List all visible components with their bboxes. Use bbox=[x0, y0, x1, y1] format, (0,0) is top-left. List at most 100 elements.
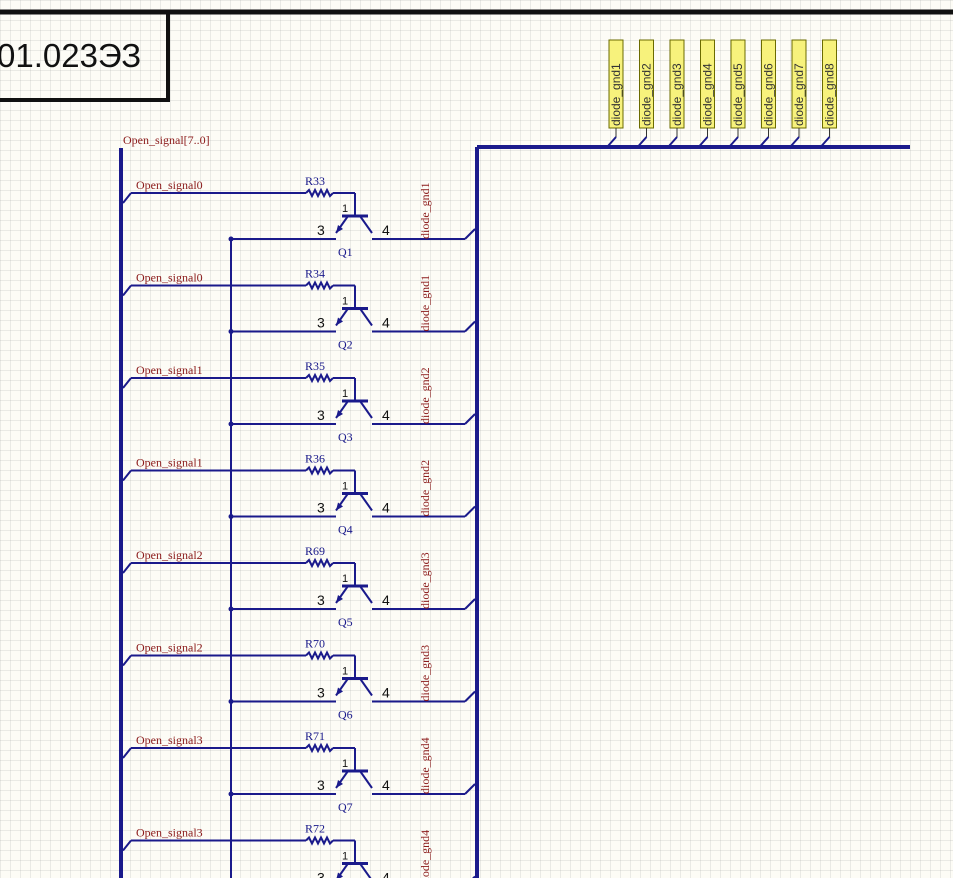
signal-bus-entry bbox=[122, 284, 132, 297]
transistor-ref: Q3 bbox=[338, 430, 353, 444]
port-label: diode_gnd4 bbox=[701, 63, 715, 126]
transistor-collector-leg bbox=[359, 585, 373, 604]
resistor-ref: R69 bbox=[305, 544, 325, 558]
signal-label: Open_signal3 bbox=[136, 733, 203, 747]
transistor-collector-leg bbox=[359, 492, 373, 512]
port-5: diode_gnd5 bbox=[729, 39, 746, 147]
transistor-emitter-arrow bbox=[336, 502, 343, 511]
stage-4: Open_signal1 R36 1Q4 3 4 diode_gnd2 bbox=[122, 452, 476, 537]
base-pin-number: 1 bbox=[342, 296, 348, 308]
signal-bus-entry bbox=[122, 747, 132, 759]
emitter-junction bbox=[228, 791, 234, 797]
collector-pin-number: 4 bbox=[382, 592, 390, 608]
port-bus-entry bbox=[698, 136, 709, 147]
transistor-ref: Q4 bbox=[338, 523, 353, 537]
emitter-pin-number: 3 bbox=[317, 500, 325, 516]
signal-label: Open_signal0 bbox=[136, 271, 203, 285]
transistor-emitter-arrow bbox=[336, 317, 343, 326]
resistor-ref: R70 bbox=[305, 637, 325, 651]
transistor-emitter-arrow bbox=[336, 225, 343, 233]
signal-label: Open_signal2 bbox=[136, 641, 203, 655]
collector-bus-entry bbox=[464, 783, 476, 795]
stage-5: Open_signal2 R69 1Q5 3 4 diode_gnd3 bbox=[122, 544, 476, 629]
emitter-junction bbox=[228, 606, 234, 612]
transistor-ref: Q5 bbox=[338, 615, 353, 629]
output-net-label: diode_gnd3 bbox=[418, 552, 432, 609]
resistor-ref: R36 bbox=[305, 452, 325, 466]
signal-bus-entry bbox=[122, 562, 132, 574]
signal-label: Open_signal1 bbox=[136, 456, 203, 470]
signal-label: Open_signal2 bbox=[136, 548, 203, 562]
port-6: diode_gnd6 bbox=[759, 39, 776, 147]
resistor-symbol bbox=[305, 280, 334, 291]
title-box-border bbox=[0, 12, 170, 102]
resistor-symbol bbox=[305, 742, 334, 754]
output-net-label: diode_gnd2 bbox=[418, 460, 432, 517]
port-4: diode_gnd4 bbox=[698, 39, 715, 147]
collector-pin-number: 4 bbox=[382, 407, 390, 423]
port-label: diode_gnd7 bbox=[792, 63, 806, 126]
collector-bus-entry bbox=[464, 413, 476, 425]
port-1: diode_gnd1 bbox=[607, 39, 624, 147]
signal-bus-entry bbox=[122, 377, 132, 389]
base-pin-number: 1 bbox=[342, 203, 348, 215]
signal-label: Open_signal1 bbox=[136, 363, 203, 377]
emitter-pin-number: 3 bbox=[317, 407, 325, 423]
emitter-junction bbox=[228, 421, 234, 427]
collector-bus-entry bbox=[464, 598, 476, 610]
transistor-ref: Q2 bbox=[338, 338, 353, 352]
output-net-label: diode_gnd1 bbox=[418, 275, 432, 332]
transistor-collector-leg bbox=[359, 215, 373, 234]
resistor-symbol bbox=[305, 372, 334, 384]
transistor-emitter-arrow bbox=[336, 595, 343, 603]
transistor-collector-leg bbox=[359, 862, 372, 878]
emitter-pin-number: 3 bbox=[317, 222, 325, 238]
port-8: diode_gnd8 bbox=[820, 39, 837, 147]
output-net-label: diode_gnd4 bbox=[418, 830, 432, 878]
base-pin-number: 1 bbox=[342, 481, 348, 493]
collector-bus-entry bbox=[464, 505, 476, 518]
title-block: 01.023ЭЗ bbox=[0, 9, 953, 102]
output-net-label: diode_gnd2 bbox=[418, 367, 432, 424]
port-7: diode_gnd7 bbox=[790, 39, 807, 147]
output-net-label: diode_gnd3 bbox=[418, 645, 432, 702]
port-label: diode_gnd3 bbox=[670, 63, 684, 126]
output-net-label: diode_gnd1 bbox=[418, 182, 432, 239]
resistor-symbol bbox=[305, 650, 334, 661]
base-pin-number: 1 bbox=[342, 573, 348, 585]
transistor-collector-leg bbox=[359, 677, 373, 697]
port-label: diode_gnd1 bbox=[609, 63, 623, 126]
document-number: 01.023ЭЗ bbox=[0, 37, 141, 74]
collector-pin-number: 4 bbox=[382, 500, 390, 516]
port-bus-entry bbox=[637, 136, 648, 147]
resistor-ref: R71 bbox=[305, 729, 325, 743]
emitter-junction bbox=[228, 514, 234, 519]
port-3: diode_gnd3 bbox=[668, 39, 685, 147]
base-pin-number: 1 bbox=[342, 851, 348, 863]
emitter-pin-number: 3 bbox=[317, 777, 325, 793]
emitter-pin-number: 3 bbox=[317, 685, 325, 701]
port-bus-entry bbox=[607, 136, 617, 147]
signal-bus-entry bbox=[122, 654, 132, 667]
signal-label: Open_signal0 bbox=[136, 178, 203, 192]
collector-bus-entry bbox=[464, 228, 476, 240]
port-bus-entry bbox=[729, 136, 739, 147]
emitter-pin-number: 3 bbox=[317, 592, 325, 608]
input-bus-label: Open_signal[7..0] bbox=[123, 133, 210, 147]
resistor-symbol bbox=[305, 187, 334, 199]
port-label: diode_gnd5 bbox=[731, 63, 745, 126]
resistor-ref: R72 bbox=[305, 822, 325, 836]
signal-label: Open_signal3 bbox=[136, 826, 203, 840]
emitter-pin-number: 3 bbox=[317, 870, 325, 878]
base-pin-number: 1 bbox=[342, 666, 348, 678]
emitter-pin-number: 3 bbox=[317, 315, 325, 331]
base-pin-number: 1 bbox=[342, 388, 348, 400]
